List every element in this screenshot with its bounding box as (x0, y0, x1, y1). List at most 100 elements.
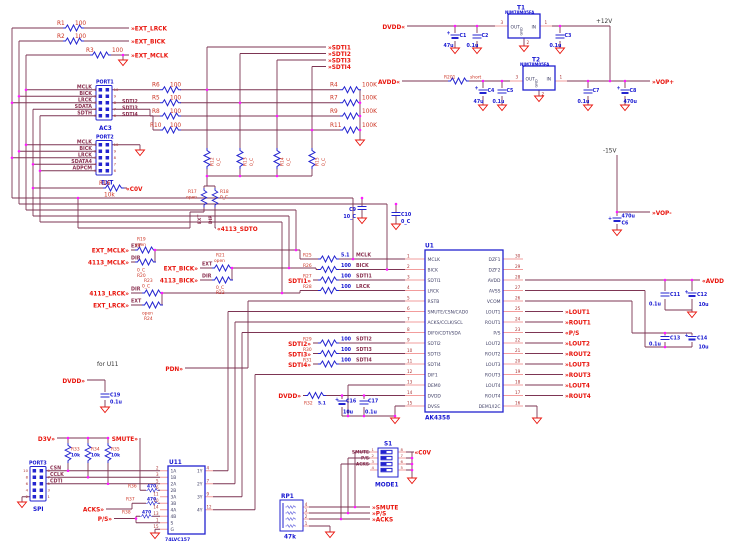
label-8: 8 (407, 327, 410, 332)
label-dvdd: DVDD» (62, 379, 85, 385)
label-smute: SMUTE (352, 450, 369, 456)
label-15: 15 (407, 401, 413, 406)
label-rstb: RSTB (428, 299, 440, 305)
label-100: 100 (341, 347, 352, 353)
label-r7: R7 (330, 96, 338, 102)
label-r9: R9 (330, 109, 338, 115)
label-r17: R17 (188, 189, 197, 195)
label-rout4: »ROUT4 (565, 394, 591, 400)
label-sdti1: SDTI1» (288, 279, 311, 285)
label-ps: P/S (493, 330, 500, 336)
label-avss: AVSS (489, 288, 501, 294)
label-12: 12 (407, 369, 413, 374)
label-r33: R33 (71, 447, 80, 453)
label-ext: EXT (197, 215, 203, 224)
label-acks: ACKS (356, 462, 369, 468)
label-avdd: «AVDD (702, 279, 724, 285)
label-open: open (186, 196, 197, 201)
label-ac3: AC3 (99, 126, 112, 132)
u1-dac-ic (424, 249, 504, 413)
label-9: 9 (207, 492, 210, 497)
pin-stubs (160, 25, 567, 530)
label-9: 9 (48, 468, 51, 473)
components (10, 13, 698, 539)
label-c11: C11 (670, 292, 680, 298)
label-dvdd: DVDD« (382, 25, 405, 31)
label-0c: 0_C (216, 158, 222, 166)
label-adpcm: ADPCM (72, 166, 92, 172)
label-r12: R12 (210, 157, 216, 166)
label-4: 4 (26, 488, 29, 493)
label-ps: »P/S (372, 512, 386, 518)
label-extlrck: EXT_LRCK» (93, 304, 129, 310)
label-sdti4: SDTI4» (288, 363, 311, 369)
label-sdti3: »SDTI3 (328, 59, 351, 65)
label-01u: 0.1u (365, 410, 377, 416)
label-extbick: »EXT_BICK (131, 40, 166, 46)
label-c10: C10 (401, 212, 412, 218)
label-51: 5.1 (318, 401, 326, 407)
label-r24: R24 (144, 316, 153, 322)
label-acks: »ACKS (372, 518, 393, 524)
s1-mode-switch[interactable] (377, 447, 399, 478)
label-14: 14 (407, 390, 413, 395)
label-sdata: SDATA (75, 104, 93, 110)
label-r27: R27 (303, 274, 312, 280)
label-19: 19 (515, 369, 521, 374)
label-2: 2 (527, 40, 530, 45)
label-sdti1: SDTI1 (356, 274, 372, 280)
label-sdti2: SDTI2 (428, 341, 441, 347)
label-27: 27 (515, 285, 521, 290)
label-20: 20 (515, 359, 521, 364)
t1-regulator (507, 13, 541, 39)
label-lout2: »LOUT2 (565, 342, 590, 348)
label-100k: 100K (362, 109, 377, 115)
label-port2: PORT2 (96, 135, 114, 141)
label-+: + (335, 397, 339, 403)
label-bick: BICK (79, 91, 92, 97)
label-6: 6 (401, 459, 404, 464)
label-r6: R6 (152, 83, 160, 89)
label-2: 2 (305, 514, 308, 519)
label-3a: 3A (171, 494, 177, 500)
label-sdti1: »SDTI1 (328, 46, 351, 52)
label-lout1: »LOUT1 (565, 310, 590, 316)
label-dvss: DVSS (428, 404, 440, 410)
label-dzf2: DZF2 (489, 267, 501, 273)
label-4: 4 (372, 465, 375, 470)
label-100: 100 (170, 83, 181, 89)
label-c4: C4 (488, 88, 496, 94)
label-1: 1 (560, 75, 563, 80)
label-r201: R201 (444, 75, 456, 81)
label-rout1: »ROUT1 (565, 321, 591, 327)
label-470: 470 (147, 497, 156, 503)
label-14: 14 (153, 505, 159, 510)
label-r36: R36 (128, 484, 137, 490)
label-r26: R26 (303, 263, 312, 269)
label-4113bick: 4113_BICK» (160, 279, 198, 285)
label-c17: C17 (368, 399, 378, 405)
label-10u: 10u (699, 302, 710, 308)
label-r34: R34 (91, 447, 100, 453)
label-26: 26 (515, 296, 521, 301)
label-sdti2: SDTI2» (288, 342, 311, 348)
label-port1: PORT1 (96, 80, 114, 86)
label-extlrck: »EXT_LRCK (131, 27, 167, 33)
label-lrck: LRCK (78, 153, 92, 159)
label-mclk: MCLK (428, 257, 442, 263)
label-dif0cdtisda: DIF0/CDTI/SDA (428, 330, 462, 336)
label-1: 1 (94, 87, 97, 92)
label-4: 4 (305, 502, 308, 507)
label-smutecsncad0: SMUTE/CSN/CAD0 (428, 309, 469, 315)
port1-connector (95, 85, 113, 121)
label-100: 100 (341, 263, 352, 269)
label-3: 3 (516, 75, 519, 80)
label-10: 10 (153, 498, 159, 503)
label-sdata4: SDATA4 (71, 159, 92, 165)
label-c6: C6 (622, 221, 630, 227)
label-3: 3 (94, 155, 97, 160)
label-mode1: MODE1 (375, 483, 399, 489)
label-8: 8 (114, 155, 117, 160)
label-13: 13 (153, 511, 159, 516)
